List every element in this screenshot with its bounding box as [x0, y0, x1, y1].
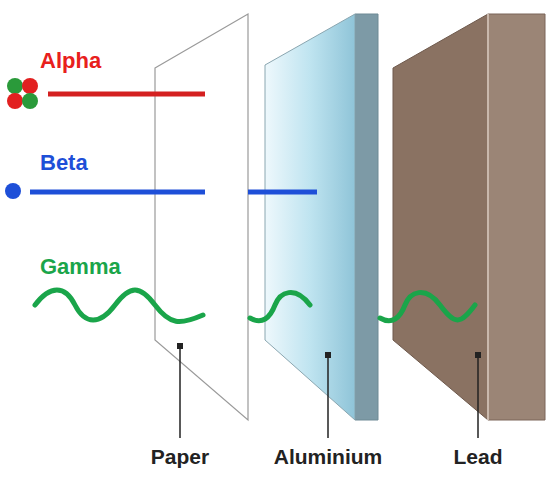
beta-particle — [5, 183, 21, 199]
ray-name: Gamma — [40, 256, 121, 278]
paper-sheet — [155, 14, 248, 420]
aluminium-sheet — [265, 14, 355, 420]
beta-ray — [248, 190, 317, 195]
leader-line — [180, 346, 478, 438]
alpha-particle — [7, 78, 38, 109]
lead-edge — [488, 14, 545, 420]
lead-sheet — [393, 14, 488, 420]
aluminium-edge — [355, 14, 378, 420]
ray-name: Alpha — [40, 50, 101, 72]
beta-ray — [30, 190, 205, 195]
material-name: Paper — [151, 446, 209, 467]
material-name: Aluminium — [274, 446, 383, 467]
gamma-ray — [35, 290, 475, 322]
alpha-ray — [48, 92, 205, 97]
leader-dot — [177, 343, 481, 358]
material-name: Lead — [453, 446, 502, 467]
ray-name: Beta — [40, 152, 88, 174]
